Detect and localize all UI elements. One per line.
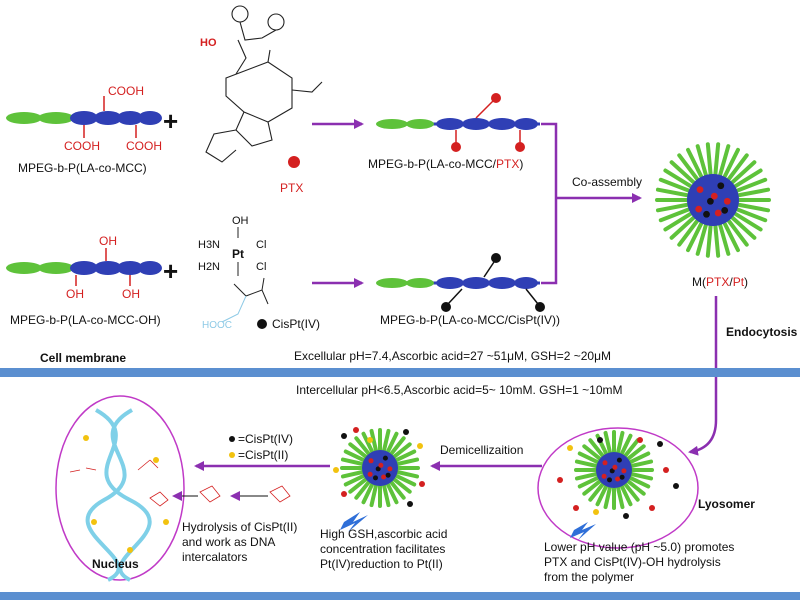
caption-line: PTX and CisPt(IV)-OH hydrolysis [544,555,721,569]
nucleus-outline [55,395,185,581]
svg-text:OH: OH [232,215,249,227]
caption-line: Hydrolysis of CisPt(II) [182,520,298,534]
cell-membrane-band [0,368,800,377]
oh-top-label: OH [99,234,117,248]
ptx-dot-icon [288,156,300,168]
endocytosis-arrow [688,362,718,456]
plus-sign-top: + [163,106,178,136]
co-assembly-bracket [541,122,558,285]
legend-cispt4: =CisPt(IV) [238,432,293,446]
polymer-mcc-oh-label: MPEG-b-P(LA-co-MCC-OH) [10,313,161,327]
hydrolysis-scheme [149,485,291,507]
ptx-structure [205,5,323,163]
cooh-right-label: COOH [126,139,162,153]
lightning-icon-lysosome [570,522,596,540]
svg-text:Cl: Cl [256,261,266,273]
lysosome-label: Lyosomer [698,497,755,511]
nucleus-cispt2-dots [83,435,169,553]
caption-line: Lower pH value (pH ~5.0) promotes [544,540,735,554]
polymer-mcc-chain [6,96,162,138]
ph-caption: Lower pH value (pH ~5.0) promotes PTX an… [544,540,734,585]
hooc-label: HOOC [202,320,232,331]
plus-sign-bottom: + [163,256,178,286]
cooh-top-label: COOH [108,84,144,98]
lysosome-outline [537,427,699,549]
ptx-drug-label: PTX [280,181,303,195]
cispt-drug-label: CisPt(IV) [272,317,320,331]
legend-cispt2: =CisPt(II) [238,448,288,462]
polymer-mcc-oh-chain [6,248,162,286]
micelle-lysosome [574,430,654,510]
cispt-dot-icon [257,319,267,329]
oh-left-label: OH [66,287,84,301]
pt-dna-adducts [69,459,159,473]
caption-line: from the polymer [544,570,635,584]
caption-line: and work as DNA [182,535,276,549]
intracellular-conditions: Intercellular pH<6.5,Ascorbic acid=5~ 10… [296,383,622,397]
polymer-ptx-label: MPEG-b-P(LA-co-MCC/PTX) [368,157,523,171]
gsh-caption: High GSH,ascorbic acid concentration fac… [320,527,447,572]
micelle-label: M(PTX/Pt) [692,275,748,289]
caption-line: High GSH,ascorbic acid [320,527,448,541]
co-assembly-label: Co-assembly [572,175,642,189]
svg-text:H2N: H2N [198,261,220,273]
polymer-cispt-chain [376,253,545,312]
legend-yellow-dot-icon [229,452,235,458]
cell-membrane-label: Cell membrane [40,351,126,365]
micelle-top [655,142,771,258]
caption-line: concentration facilitates [320,542,446,556]
legend-black-dot-icon [229,436,235,442]
dna-helix-icon [85,408,152,582]
micelle-demicellized [333,427,425,508]
caption-line: intercalators [182,550,248,564]
hydrolysis-caption: Hydrolysis of CisPt(II) and work as DNA … [182,520,297,565]
polymer-cispt-label: MPEG-b-P(LA-co-MCC/CisPt(IV)) [380,313,560,327]
oh-right-label: OH [122,287,140,301]
polymer-ptx-chain [376,93,540,152]
lightning-icon-gsh [340,512,368,532]
nucleus-label: Nucleus [92,557,139,571]
demicellization-label: Demicellizaition [440,443,523,457]
cispt-structure: OH H3N Pt Cl H2N Cl [198,215,269,323]
caption-line: Pt(IV)reduction to Pt(II) [320,557,443,571]
ptx-ho-label: HO [200,37,217,49]
extracellular-conditions: Excellular pH=7.4,Ascorbic acid=27 ~51μM… [294,349,611,363]
bottom-membrane-band [0,592,800,600]
svg-text:H3N: H3N [198,239,220,251]
svg-text:Cl: Cl [256,239,266,251]
svg-text:Pt: Pt [232,247,244,261]
lysosome-released-drugs [557,437,679,519]
polymer-mcc-label: MPEG-b-P(LA-co-MCC) [18,161,147,175]
cooh-left-label: COOH [64,139,100,153]
endocytosis-label: Endocytosis [726,325,798,339]
